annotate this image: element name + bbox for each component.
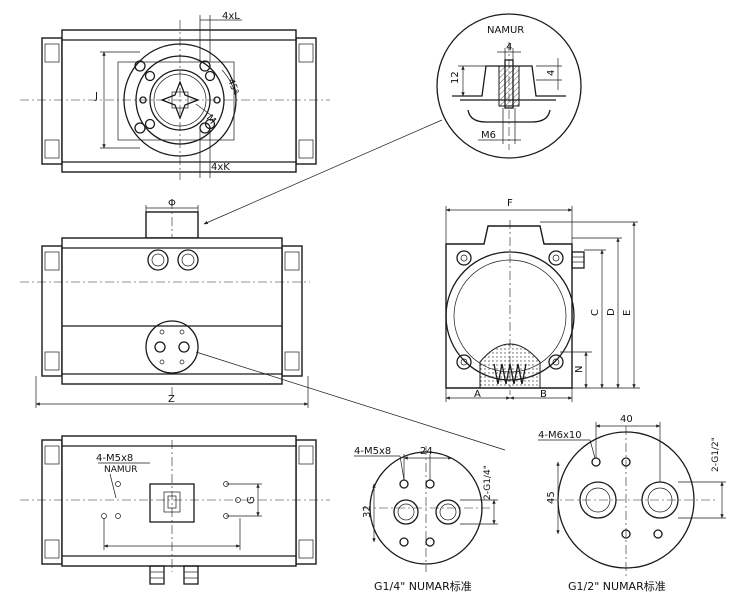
detail-g14: 4-M5x8 24 32 2-G1/4" G1/4" NUMAR标准 — [354, 446, 498, 593]
right-detail-45: 45 — [546, 491, 557, 504]
namur-thread-m6: M6 — [481, 130, 496, 141]
right-detail-thread-label: 4-M6x10 — [538, 430, 582, 441]
label-j: J — [94, 91, 98, 102]
label-g: G — [246, 496, 257, 504]
label-4xk: 4xK — [211, 162, 230, 173]
label-f: F — [507, 198, 513, 209]
label-phi: Φ — [168, 198, 176, 209]
right-detail-port: 2-G1/2" — [711, 437, 721, 472]
label-c: C — [590, 309, 601, 316]
namur-height-4: 4 — [546, 70, 557, 76]
label-a: A — [474, 389, 481, 400]
right-detail-40: 40 — [620, 414, 633, 425]
bottom-view: 4-M5x8 NAMUR G — [20, 435, 330, 585]
detail-g12: 4-M6x10 40 45 2-G1/2" G1/2" NUMAR标准 — [538, 414, 726, 593]
bottom-thread-label: 4-M5x8 — [96, 453, 133, 464]
front-view: Φ Z — [20, 198, 506, 451]
left-detail-thread-label: 4-M5x8 — [354, 446, 391, 457]
label-z: Z — [168, 394, 175, 405]
left-detail-32: 32 — [362, 505, 373, 518]
label-n: N — [574, 366, 585, 373]
label-b: B — [540, 389, 547, 400]
caption-g14: G1/4" NUMAR标准 — [374, 579, 472, 593]
namur-width-4: 4 — [506, 42, 512, 53]
label-4xl: 4xL — [222, 11, 240, 22]
bottom-namur-label: NAMUR — [104, 465, 138, 475]
side-view: F A B N C D E — [445, 198, 640, 402]
top-view: 4xL 4xK 45° J M — [20, 11, 330, 180]
caption-g12: G1/2" NUMAR标准 — [568, 579, 666, 593]
namur-height-12: 12 — [450, 71, 461, 84]
label-e: E — [622, 310, 633, 316]
left-detail-port: 2-G1/4" — [483, 465, 493, 500]
namur-detail: NAMUR 4 12 4 M6 — [203, 13, 582, 225]
mounting-bolt-holes — [134, 60, 221, 134]
label-d: D — [606, 308, 617, 316]
namur-title: NAMUR — [487, 25, 524, 36]
left-detail-24: 24 — [420, 446, 433, 457]
